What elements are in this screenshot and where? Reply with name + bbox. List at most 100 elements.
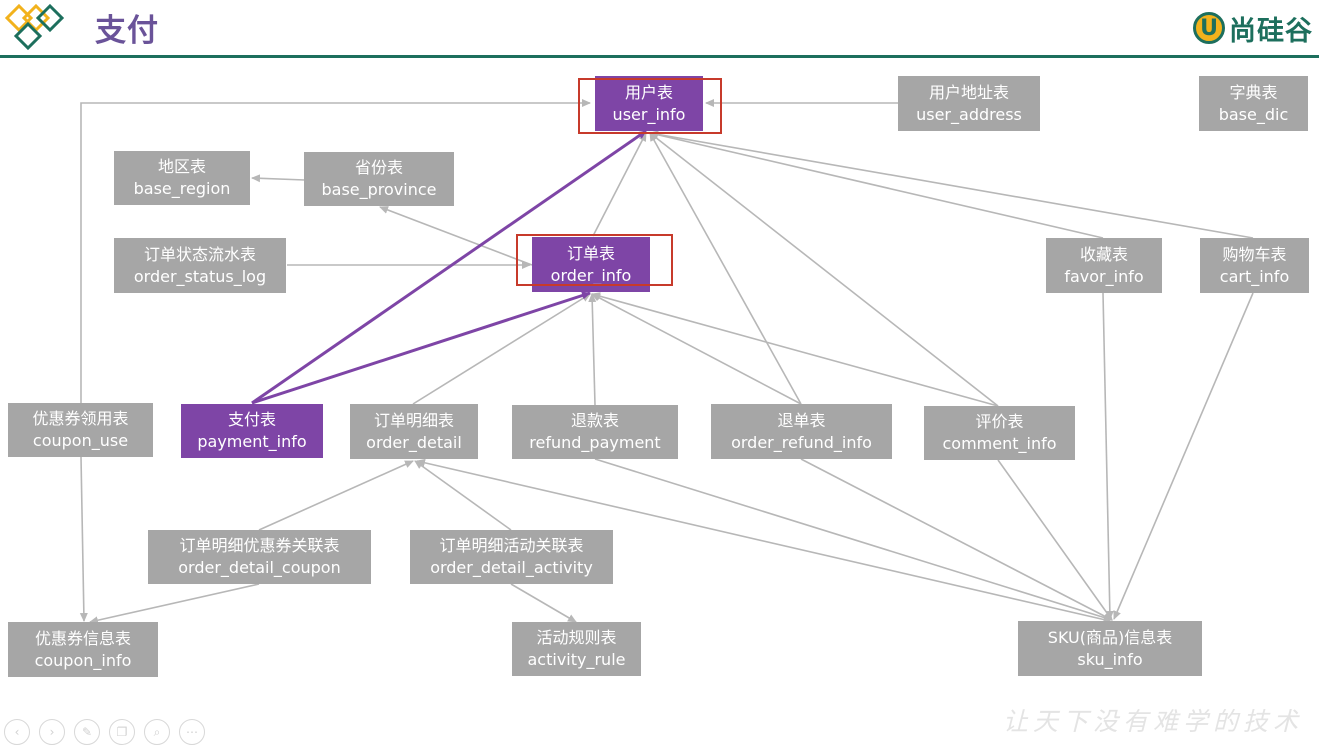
table-en-name: sku_info (1077, 649, 1143, 669)
table-activity-rule: 活动规则表 activity_rule (512, 622, 641, 676)
table-en-name: order_detail_coupon (178, 558, 341, 577)
table-en-name: order_detail (366, 432, 462, 452)
table-cn-name: 订单明细表 (373, 410, 454, 430)
table-en-name: order_info (550, 265, 632, 285)
brand-badge-icon: U (1193, 12, 1225, 44)
pen-icon[interactable]: ✎ (74, 719, 100, 745)
table-user-address: 用户地址表 user_address (898, 76, 1040, 131)
table-cn-name: 收藏表 (1079, 244, 1128, 264)
table-cart-info: 购物车表 cart_info (1200, 238, 1309, 293)
table-order-info: 订单表 order_info (532, 237, 650, 292)
table-cn-name: 地区表 (157, 157, 206, 176)
table-en-name: user_address (916, 104, 1022, 124)
table-en-name: order_detail_activity (430, 558, 593, 577)
table-en-name: coupon_info (34, 650, 132, 670)
table-en-name: activity_rule (527, 650, 626, 669)
table-refund-payment: 退款表 refund_payment (512, 405, 678, 459)
table-cn-name: 订单明细活动关联表 (439, 536, 584, 555)
table-user-info: 用户表 user_info (595, 76, 703, 131)
edge-detail-coupon-to-detail (258, 460, 414, 531)
table-en-name: order_refund_info (731, 432, 872, 452)
table-cn-name: 字典表 (1229, 82, 1278, 102)
slide-header: 支付 U 尚硅谷 (0, 0, 1319, 60)
table-en-name: favor_info (1064, 266, 1144, 286)
edge-favor-to-user (649, 130, 1104, 239)
edge-cart-to-sku (1113, 292, 1254, 620)
edge-sku-to-detail (416, 458, 1111, 622)
edge-refund-info-to-sku (800, 458, 1113, 621)
table-sku-info: SKU(商品)信息表 sku_info (1018, 621, 1202, 676)
table-base-province: 省份表 base_province (304, 152, 454, 206)
edge-detail-activity-to-rule (510, 583, 577, 623)
table-comment-info: 评价表 comment_info (924, 406, 1075, 460)
table-cn-name: SKU(商品)信息表 (1047, 627, 1173, 647)
table-en-name: payment_info (197, 432, 307, 451)
page-title: 支付 (95, 13, 159, 49)
table-cn-name: 订单状态流水表 (143, 244, 256, 264)
copy-icon[interactable]: ❐ (109, 719, 135, 745)
table-cn-name: 活动规则表 (536, 628, 617, 647)
table-cn-name: 退单表 (777, 410, 826, 430)
edge-refund-info-to-user (649, 132, 802, 405)
table-en-name: cart_info (1219, 266, 1290, 286)
table-cn-name: 支付表 (227, 410, 276, 429)
brand-text: 尚硅谷 (1229, 15, 1313, 47)
table-base-dic: 字典表 base_dic (1199, 76, 1308, 131)
table-cn-name: 购物车表 (1222, 244, 1287, 264)
edge-detail-activity-to-detail (414, 460, 512, 531)
edge-favor-to-sku (1102, 292, 1114, 620)
edge-comment-to-order (591, 292, 999, 407)
table-base-region: 地区表 base_region (114, 151, 250, 205)
table-en-name: user_info (612, 104, 686, 124)
table-coupon-use: 优惠券领用表 coupon_use (8, 403, 153, 457)
edge-payment-to-user (251, 129, 647, 405)
edge-refund-info-to-order (591, 293, 802, 405)
watermark-text: 让天下没有难学的技术 (1002, 707, 1303, 736)
edge-payment-to-order (251, 291, 591, 405)
table-cn-name: 退款表 (570, 411, 619, 430)
edge-coupon-use-to-coupon-info (79, 456, 88, 622)
table-cn-name: 优惠券领用表 (32, 409, 129, 428)
table-coupon-info: 优惠券信息表 coupon_info (8, 622, 158, 677)
table-cn-name: 订单表 (566, 243, 615, 263)
table-favor-info: 收藏表 favor_info (1046, 238, 1162, 293)
table-cn-name: 用户地址表 (928, 82, 1009, 102)
header-divider (0, 55, 1319, 58)
slide-toolbar: ‹ › ✎ ❐ ⌕ ⋯ (4, 719, 205, 745)
table-en-name: comment_info (942, 434, 1057, 453)
brand-logo: U 尚硅谷 (1193, 8, 1313, 48)
table-cn-name: 评价表 (975, 412, 1024, 431)
edge-comment-to-sku (997, 459, 1113, 621)
table-cn-name: 用户表 (624, 82, 673, 102)
more-icon[interactable]: ⋯ (179, 719, 205, 745)
table-order-detail: 订单明细表 order_detail (350, 404, 478, 459)
zoom-icon[interactable]: ⌕ (144, 719, 170, 745)
next-icon[interactable]: › (39, 719, 65, 745)
diamond-logo-icon (4, 3, 64, 51)
table-en-name: refund_payment (529, 433, 661, 452)
edge-refund-payment-to-order (588, 293, 597, 406)
edge-refund-payment-to-sku (594, 458, 1113, 622)
edge-detail-to-order (412, 293, 591, 405)
edge-comment-to-user (649, 132, 999, 407)
table-order-status-log: 订单状态流水表 order_status_log (114, 238, 286, 293)
table-order-detail-coupon: 订单明细优惠券关联表 order_detail_coupon (148, 530, 371, 584)
edge-province-to-region (251, 174, 306, 183)
edge-order-to-province (379, 206, 533, 266)
table-cn-name: 订单明细优惠券关联表 (179, 536, 340, 555)
table-cn-name: 省份表 (354, 158, 403, 177)
edge-cart-to-user (649, 130, 1254, 239)
edge-order-to-user (592, 132, 647, 237)
table-order-refund-info: 退单表 order_refund_info (711, 404, 892, 459)
table-order-detail-activity: 订单明细活动关联表 order_detail_activity (410, 530, 613, 584)
edge-detail-coupon-to-coupon-info (89, 583, 260, 625)
table-cn-name: 优惠券信息表 (34, 628, 131, 648)
table-en-name: order_status_log (133, 266, 267, 286)
table-en-name: coupon_use (32, 431, 129, 450)
table-en-name: base_region (133, 179, 231, 198)
prev-icon[interactable]: ‹ (4, 719, 30, 745)
edge-coupon-use-to-user-info (80, 99, 591, 403)
table-en-name: base_province (321, 180, 437, 199)
table-en-name: base_dic (1218, 104, 1289, 124)
